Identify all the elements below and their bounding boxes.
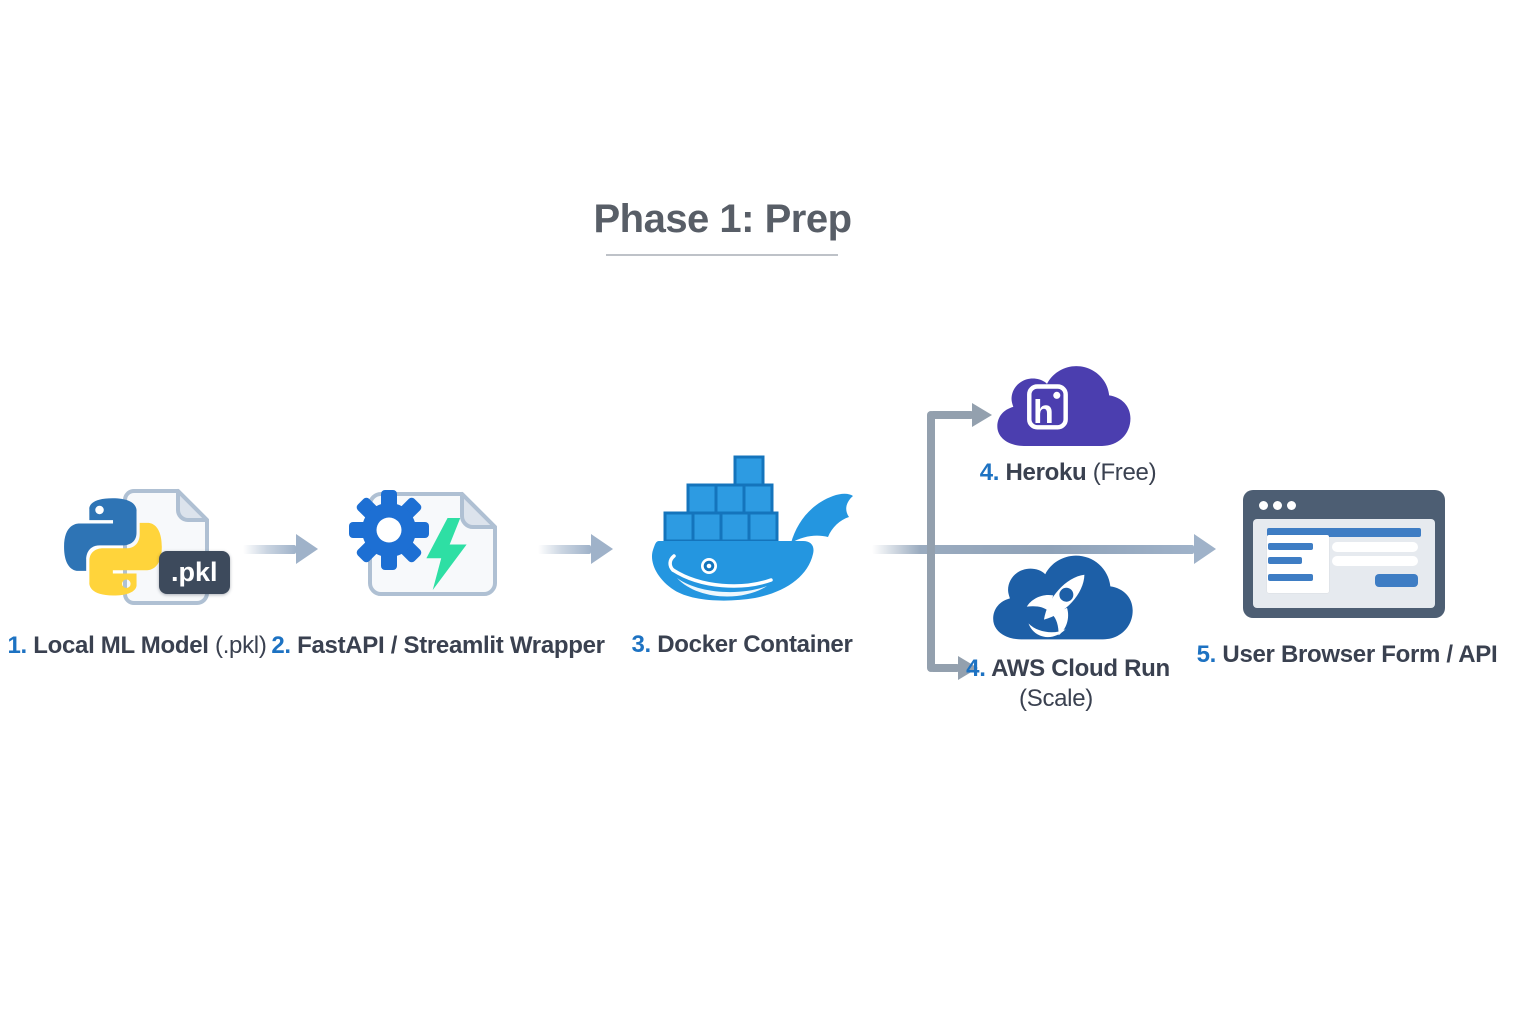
rocket-icon bbox=[1026, 574, 1085, 638]
arrow-docker-to-browser bbox=[872, 534, 1216, 564]
step-label-1: 1. Local ML Model (.pkl) bbox=[7, 631, 266, 661]
step-number: 1. bbox=[7, 632, 27, 659]
arrow-shaft bbox=[243, 544, 296, 554]
browser-dot-icon bbox=[1259, 501, 1268, 510]
step-label-text: Local ML Model bbox=[33, 632, 209, 659]
lightning-icon bbox=[426, 518, 467, 590]
step-number: 5. bbox=[1196, 641, 1217, 668]
title-underline bbox=[606, 254, 838, 256]
step-label-4-aws: 4. AWS Cloud Run bbox=[966, 654, 1170, 684]
form-text-line bbox=[1268, 574, 1313, 581]
arrow-head-icon bbox=[591, 534, 613, 564]
branch-arrowhead-heroku-icon bbox=[972, 403, 992, 427]
heroku-cloud-icon: h bbox=[997, 366, 1131, 446]
step-number: 4. bbox=[966, 655, 986, 682]
form-panel bbox=[1267, 535, 1329, 593]
step-label-suffix: (.pkl) bbox=[215, 632, 267, 659]
step-label-text: User Browser Form / API bbox=[1222, 641, 1498, 668]
arrow-step2-to-step3 bbox=[538, 534, 613, 564]
step-label-4-heroku: 4. Heroku (Free) bbox=[980, 458, 1157, 488]
page-title: Phase 1: Prep bbox=[593, 197, 852, 241]
python-icon bbox=[64, 498, 162, 596]
browser-window-icon bbox=[1243, 490, 1445, 618]
form-text-line bbox=[1268, 543, 1313, 550]
arrow-step1-to-step2 bbox=[243, 534, 318, 564]
browser-content bbox=[1253, 519, 1435, 608]
gear-icon bbox=[349, 490, 429, 570]
step-label-3: 3. Docker Container bbox=[631, 630, 852, 660]
pkl-badge: .pkl bbox=[159, 551, 230, 594]
branch-arrowhead-aws-icon bbox=[958, 656, 978, 680]
step-label-text: Heroku bbox=[1005, 459, 1087, 486]
arrow-head-icon bbox=[1194, 534, 1216, 564]
browser-dot-icon bbox=[1287, 501, 1296, 510]
step-label-text: AWS Cloud Run bbox=[991, 655, 1170, 682]
submit-button bbox=[1375, 574, 1418, 587]
svg-text:h: h bbox=[1033, 393, 1054, 431]
input-field bbox=[1332, 556, 1418, 566]
step-label-text: FastAPI / Streamlit Wrapper bbox=[297, 632, 605, 659]
step-label-5: 5. User Browser Form / API bbox=[1197, 640, 1498, 670]
step-label-text: Docker Container bbox=[657, 631, 853, 658]
arrow-shaft bbox=[538, 544, 591, 554]
input-field bbox=[1332, 542, 1418, 552]
step-number: 2. bbox=[271, 632, 291, 659]
browser-dot-icon bbox=[1273, 501, 1282, 510]
branch-line bbox=[927, 411, 935, 672]
step-label-suffix: (Scale) bbox=[1019, 685, 1093, 712]
docker-whale-icon bbox=[651, 455, 853, 601]
browser-header-bar bbox=[1267, 528, 1421, 537]
arrow-shaft bbox=[872, 544, 1194, 554]
heroku-logo: h bbox=[1027, 384, 1068, 431]
branch-arrow-aws bbox=[930, 664, 960, 672]
step-number: 4. bbox=[979, 459, 1000, 486]
arrow-head-icon bbox=[296, 534, 318, 564]
aws-cloud-rocket-icon bbox=[993, 555, 1133, 640]
step-label-suffix: (Free) bbox=[1092, 459, 1157, 486]
branch-arrow-heroku bbox=[930, 411, 974, 419]
step-label-2: 2. FastAPI / Streamlit Wrapper bbox=[271, 631, 605, 661]
step-number: 3. bbox=[631, 631, 651, 658]
form-text-line bbox=[1268, 557, 1302, 564]
step-label-4-aws-suffix: (Scale) bbox=[1019, 684, 1093, 714]
